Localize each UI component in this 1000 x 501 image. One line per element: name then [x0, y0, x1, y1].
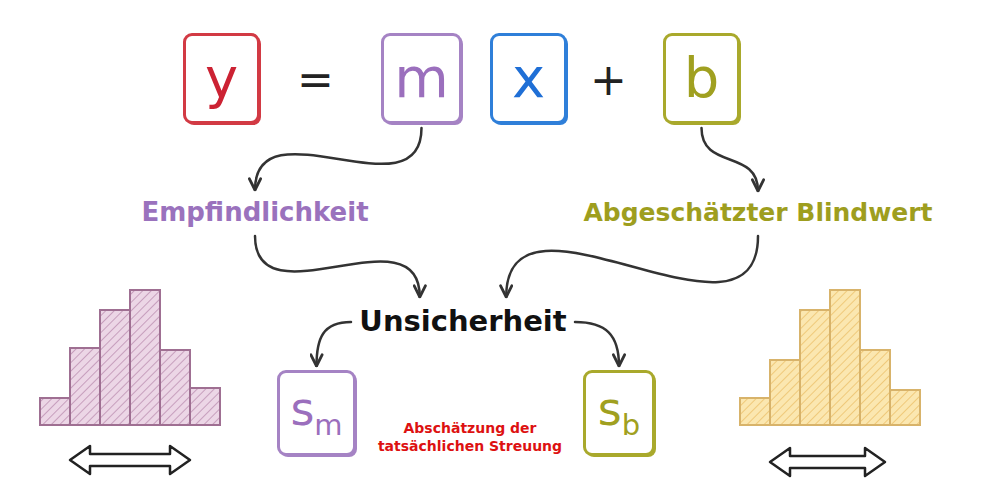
- variable-box: y: [183, 33, 260, 124]
- node-text: Empfindlichkeit: [141, 197, 368, 227]
- connector-arrow: [317, 322, 352, 366]
- concept-label: Empfindlichkeit: [137, 194, 373, 232]
- symbol-box: sm: [277, 370, 356, 456]
- text-wrap: Unsicherheit: [359, 305, 566, 338]
- connector-arrow: [255, 128, 422, 190]
- double-arrow: [770, 448, 885, 476]
- text-wrap: m: [394, 46, 449, 110]
- subscript-text: m: [314, 408, 342, 442]
- subscript-text: b: [622, 408, 640, 442]
- connector-arrow: [702, 128, 759, 191]
- note-text: Abschätzung der tatsächlichen Streuung: [365, 419, 575, 455]
- connector-arrow: [506, 236, 758, 297]
- concept-label: Abgeschätzter Blindwert: [579, 195, 937, 232]
- node-text: Abgeschätzter Blindwert: [583, 198, 932, 227]
- variable-box: x: [490, 33, 567, 124]
- text-wrap: b: [684, 46, 720, 110]
- symbol-box: sb: [583, 370, 655, 456]
- connector-arrow: [255, 236, 420, 297]
- histogram-left: [40, 290, 220, 425]
- variable-box: m: [381, 33, 462, 124]
- text-wrap: Abgeschätzter Blindwert: [583, 199, 932, 228]
- node-text: s: [290, 382, 314, 436]
- text-wrap: x: [512, 46, 545, 110]
- text-wrap: y: [205, 46, 238, 110]
- text-wrap: sm: [290, 383, 342, 442]
- variable-box: b: [663, 33, 740, 124]
- node-text: y: [205, 45, 238, 110]
- node-text: s: [598, 382, 622, 436]
- node-text: m: [394, 45, 449, 110]
- histogram-right: [740, 290, 920, 425]
- operator-sign: +: [590, 51, 627, 108]
- text-wrap: sb: [598, 383, 640, 442]
- connector-arrow: [575, 322, 619, 366]
- node-text: x: [512, 45, 545, 110]
- text-wrap: Empfindlichkeit: [141, 198, 368, 228]
- concept-label: Unsicherheit: [355, 301, 571, 343]
- operator-sign: =: [297, 51, 334, 108]
- node-text: b: [684, 45, 720, 110]
- double-arrow: [70, 446, 190, 474]
- node-text: Unsicherheit: [359, 304, 566, 338]
